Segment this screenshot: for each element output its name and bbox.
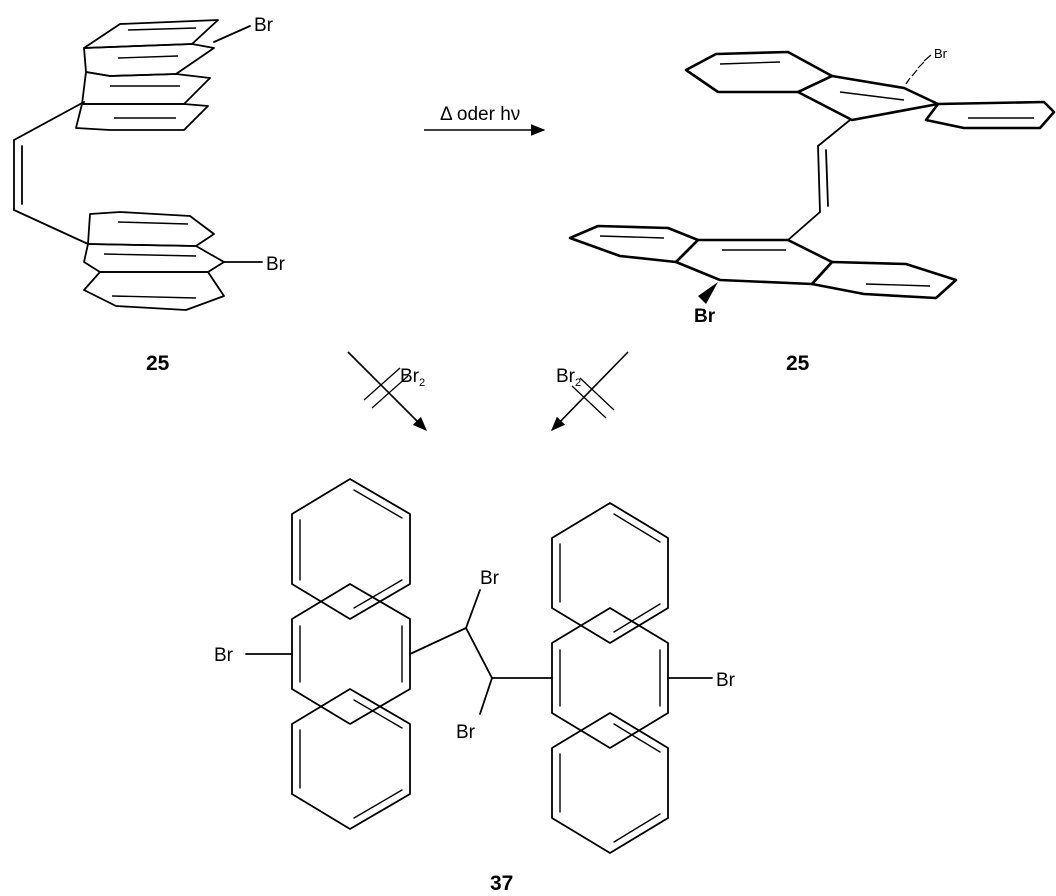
molecule-25-cis — [13, 19, 263, 311]
br-label-lower-left: Br — [266, 254, 286, 275]
ring-lower-1 — [87, 211, 215, 247]
ring-37-right-bot — [551, 712, 669, 854]
blocked-arrow-left — [347, 351, 428, 432]
ring-upper-2 — [83, 43, 215, 77]
br-label-37-bottom: Br — [456, 722, 476, 743]
ring-37-left-bot — [291, 688, 411, 830]
compound-number-top-right: 25 — [786, 352, 810, 375]
ring-upper-4 — [75, 103, 209, 131]
molecule-25-trans — [568, 50, 1056, 304]
ring-upper-3 — [81, 71, 211, 105]
hashed-bond-br — [905, 54, 932, 85]
ring-tr-upper-right — [924, 100, 1056, 130]
br2-label-left: Br2 — [400, 366, 425, 389]
ring-37-left-top — [291, 478, 411, 620]
br2-label-right: Br2 — [556, 366, 581, 389]
br-label-37-left: Br — [214, 645, 234, 666]
ring-tr-upper-mid — [796, 74, 940, 122]
ring-37-right-mid — [551, 607, 669, 749]
ring-tr-lower-mid — [674, 238, 834, 286]
ring-lower-2 — [83, 243, 225, 273]
br-label-37-top: Br — [480, 568, 500, 589]
wedge-bond-br — [698, 282, 718, 304]
ring-upper-1 — [83, 19, 219, 49]
ring-tr-lower-right — [810, 260, 958, 300]
ring-37-right-top — [551, 502, 669, 644]
ring-tr-lower-left — [568, 224, 700, 264]
ring-37-left-mid — [291, 583, 411, 725]
br-label-wedge: Br — [694, 306, 716, 327]
ring-lower-3 — [83, 271, 225, 311]
compound-number-top-left: 25 — [146, 352, 170, 375]
br-label-upper-left: Br — [254, 15, 274, 36]
br-label-37-right: Br — [716, 670, 736, 691]
reaction-condition: Δ oder hν — [440, 104, 520, 125]
br-label-hashed: Br — [934, 46, 948, 61]
compound-number-bottom: 37 — [490, 872, 513, 895]
molecule-37 — [245, 478, 713, 854]
blocked-arrow-right — [550, 351, 629, 432]
